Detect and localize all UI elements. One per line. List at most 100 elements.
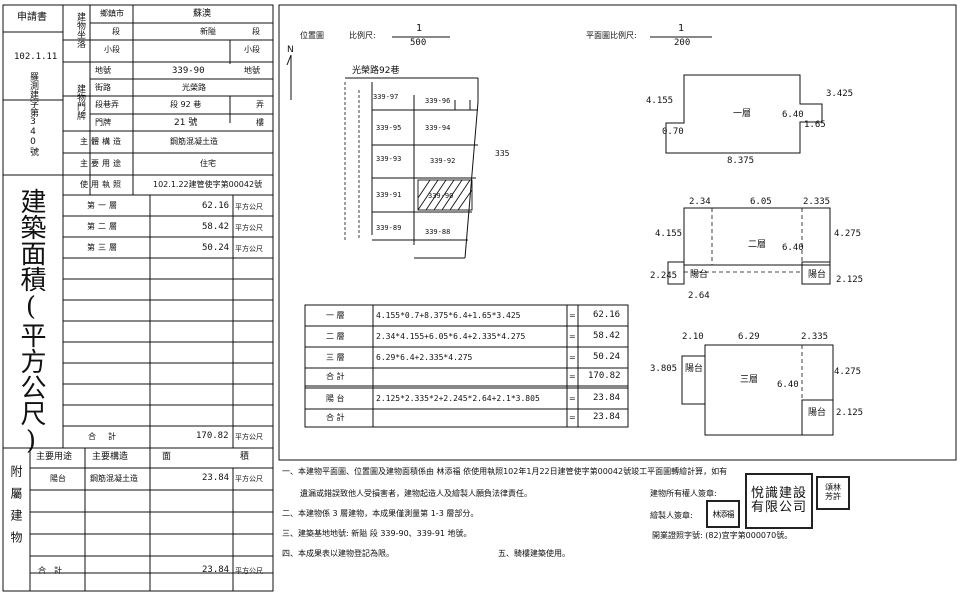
floor2-dim-top-mid: 6.05 xyxy=(750,197,772,207)
calc-row2-eq: = xyxy=(569,332,576,341)
annex-total-label: 合計 xyxy=(38,566,70,575)
row-doorno-unit: 樓 xyxy=(256,118,264,127)
note-2: 二、本建物係 3 層建物，本成果僅測量第 1-3 層部分。 xyxy=(282,509,479,518)
personal-seal: 林添福 xyxy=(706,500,740,528)
annex-row-unit: 平方公尺 xyxy=(235,475,263,483)
company-stamp: 悅識建設有限公司 xyxy=(745,473,813,529)
annex-row-structure: 鋼筋混凝土造 xyxy=(90,474,138,483)
calc-row5-label: 陽 台 xyxy=(326,394,345,403)
company-stamp-text: 悅識建設有限公司 xyxy=(750,485,807,515)
annex-header-structure: 主要構造 xyxy=(92,452,129,462)
calc-row5-value: 23.84 xyxy=(593,393,621,403)
calc-row1-value: 62.16 xyxy=(593,310,621,320)
floor2-dim-top-left: 2.34 xyxy=(689,197,711,207)
floor2-unit: 平方公尺 xyxy=(235,224,263,232)
floor2-name: 二層 xyxy=(748,240,767,250)
annex-total-unit: 平方公尺 xyxy=(235,567,263,575)
location-scale-num: 1 xyxy=(416,23,423,34)
calc-row2-value: 58.42 xyxy=(593,331,621,341)
seal-small-right-text: 頌林芳許 xyxy=(825,483,841,501)
lot-339-97: 339-97 xyxy=(373,93,399,101)
calc-row3-value: 50.24 xyxy=(593,352,621,362)
row-section-value: 新隘 xyxy=(200,27,216,36)
location-group-label: 建物坐落 xyxy=(75,12,85,48)
annex-header-area-1: 面 xyxy=(162,452,172,462)
note-5: 五、騎樓建築使用。 xyxy=(498,549,570,558)
floor3-balcony-right: 陽台 xyxy=(808,408,827,418)
floor1-dim-depth: 6.40 xyxy=(782,110,804,120)
lot-339-91: 339-91 xyxy=(376,191,402,199)
floor3-label: 第三層 xyxy=(87,243,120,252)
calc-row3-eq: = xyxy=(569,353,576,362)
calc-row6-label: 合 計 xyxy=(326,413,345,422)
floor2-dim-left: 4.155 xyxy=(655,229,683,239)
row-township-label: 鄉鎮市 xyxy=(100,9,124,18)
personal-seal-text: 林添福 xyxy=(712,509,735,519)
row-subsection-unit: 小段 xyxy=(244,45,260,54)
road-label: 光榮路92巷 xyxy=(352,66,400,76)
main-structure-label: 主體構造 xyxy=(80,137,124,146)
license-number: 開業證照字號: (82)宜字第000070號。 xyxy=(652,531,793,540)
lot-339-94: 339-94 xyxy=(425,124,451,132)
calc-row6-eq: = xyxy=(569,413,576,422)
total-area: 170.82 xyxy=(196,431,229,441)
calc-row4-label: 合 計 xyxy=(326,372,345,381)
location-scale-label: 比例尺: xyxy=(349,31,376,40)
row-section-unit: 段 xyxy=(252,27,260,36)
floor3-dim-top-right: 2.335 xyxy=(801,332,829,342)
annex-row-area: 23.84 xyxy=(202,473,230,483)
annex-row-use: 陽台 xyxy=(50,474,66,483)
location-scale-den: 500 xyxy=(410,38,427,48)
lot-339-96: 339-96 xyxy=(425,97,451,105)
floor-scale-label: 平面圖比例尺: xyxy=(586,31,637,40)
note-4: 四、本成果表以建物登記為限。 xyxy=(282,549,394,558)
floor1-dim-step: 0.70 xyxy=(662,127,684,137)
annex-header-area-2: 積 xyxy=(240,452,250,462)
calc-row5-eq: = xyxy=(569,394,576,403)
row-lane-label: 段巷弄 xyxy=(95,100,119,109)
lot-335: 335 xyxy=(495,149,510,158)
floor3-balcony-left: 陽台 xyxy=(685,364,704,374)
form-header: 申請書 xyxy=(17,12,47,23)
floor2-label: 第二層 xyxy=(87,222,120,231)
permit-label: 使用執照 xyxy=(80,180,124,189)
application-date: 102.1.11 xyxy=(14,52,58,62)
floor2-area: 58.42 xyxy=(202,222,230,232)
floor3-dim-depth: 6.40 xyxy=(777,380,799,390)
location-map-label: 位置圖 xyxy=(300,31,324,40)
permit-value: 102.1.22建管使字第00042號 xyxy=(153,180,263,189)
floor2-balcony-label: 陽台 xyxy=(690,270,709,280)
calc-row5-formula: 2.125*2.335*2+2.245*2.64+2.1*3.805 xyxy=(376,394,540,403)
calc-row1-eq: = xyxy=(569,311,576,320)
calc-row1-formula: 4.155*0.7+8.375*6.4+1.65*3.425 xyxy=(376,311,521,320)
floor1-dim-notch: 1.65 xyxy=(804,120,826,130)
floor2-dim-balcony-left: 2.245 xyxy=(650,271,678,281)
floor1-dim-right: 3.425 xyxy=(826,89,854,99)
annex-title: 附屬建物 xyxy=(9,465,23,553)
annex-header-use: 主要用途 xyxy=(36,452,73,462)
row-lane-value: 段 92 巷 xyxy=(170,100,202,109)
lot-339-90: 339-90 xyxy=(428,192,454,200)
row-doorno-value: 21 號 xyxy=(174,118,198,128)
north-arrow-label: N xyxy=(287,45,294,55)
floor3-dim-top-mid: 6.29 xyxy=(738,332,760,342)
total-unit: 平方公尺 xyxy=(235,433,263,441)
calc-row2-formula: 2.34*4.155+6.05*6.4+2.335*4.275 xyxy=(376,332,526,341)
floor1-label: 第一層 xyxy=(87,201,120,210)
calc-row2-label: 二 層 xyxy=(326,332,345,341)
row-street-label: 街路 xyxy=(95,83,111,92)
floor3-name: 三層 xyxy=(740,375,759,385)
floor1-name: 一層 xyxy=(733,109,752,119)
note-3: 三、建築基地地號: 新隘 段 339-90、339-91 地號。 xyxy=(282,529,472,538)
seal-small-right: 頌林芳許 xyxy=(816,476,850,510)
floor3-dim-left: 3.805 xyxy=(650,364,678,374)
calc-row4-eq: = xyxy=(569,372,576,381)
lot-339-88: 339-88 xyxy=(425,228,451,236)
floor2-dim-balcony-right: 2.125 xyxy=(836,275,864,285)
row-lane-unit: 弄 xyxy=(256,100,264,109)
floor-scale-den: 200 xyxy=(674,38,691,48)
row-lot-unit: 地號 xyxy=(244,66,260,75)
door-group-label: 建物門牌 xyxy=(75,84,85,120)
floor2-dim-depth: 6.40 xyxy=(782,243,804,253)
